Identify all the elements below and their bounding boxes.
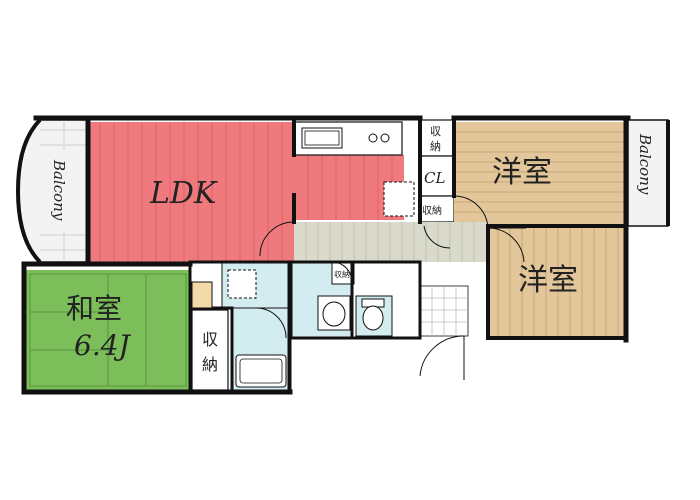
balcony-right: Balcony (627, 119, 670, 227)
bathtub-icon (235, 354, 287, 388)
storage-center-label: 収納 (334, 269, 350, 279)
walls (21, 115, 631, 395)
storage-cl-label: CL (424, 169, 445, 187)
storage-washitsu-line1: 収 (202, 330, 218, 349)
entrance-tiles (419, 285, 469, 337)
balcony-left-label: Balcony (50, 159, 68, 221)
room-yoshitsu-2-label: 洋室 (518, 263, 578, 298)
storage-kitchen-line2: 納 (430, 140, 441, 153)
storage-kitchen-line1: 収 (430, 125, 441, 138)
room-washitsu: 和室 6.4J (26, 270, 190, 390)
storage-under-cl-label: 収納 (422, 204, 442, 217)
storage-washitsu-line2: 納 (202, 355, 218, 374)
column (191, 281, 213, 309)
fridge-space (383, 181, 415, 217)
room-yoshitsu-1-label: 洋室 (492, 155, 552, 190)
corridor (294, 222, 488, 262)
room-washitsu-label-top: 和室 (66, 292, 122, 325)
washbasin-icon (317, 295, 351, 331)
room-yoshitsu-2: 洋室 (488, 228, 626, 336)
wash-area (221, 261, 393, 393)
room-ldk-label: LDK (149, 176, 218, 211)
balcony-left: Balcony (15, 118, 89, 264)
kitchen-counter (293, 121, 403, 156)
room-washitsu-label-bottom: 6.4J (74, 329, 132, 362)
kitchen-sink-icon (301, 127, 343, 149)
balcony-right-label: Balcony (636, 133, 654, 195)
room-ldk: LDK (88, 122, 404, 262)
stove-icon (368, 133, 390, 143)
toilet-icon (355, 295, 393, 337)
room-yoshitsu-1: 洋室 (454, 122, 626, 226)
